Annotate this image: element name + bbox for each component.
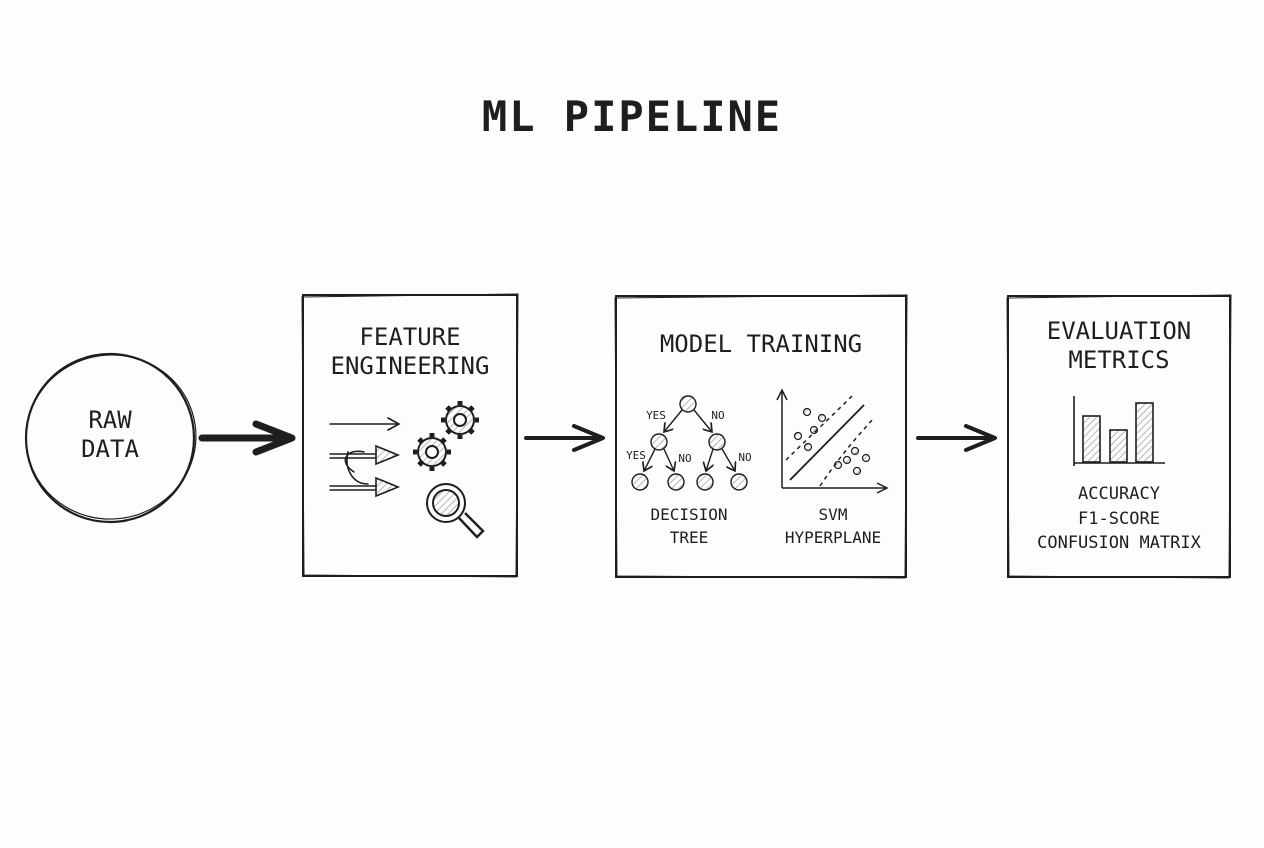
arrow-icon bbox=[524, 424, 605, 452]
evaluation-line-2: METRICS bbox=[1068, 345, 1170, 374]
tree-yes-label: YES bbox=[646, 409, 666, 422]
model-training-title: MODEL TRAINING bbox=[659, 330, 863, 358]
arrow-icon bbox=[198, 420, 296, 456]
svm-line-2: HYPERPLANE bbox=[784, 528, 882, 548]
evaluation-metrics-box bbox=[1006, 294, 1232, 579]
tree-no-label: NO bbox=[738, 451, 752, 464]
arrow-icon bbox=[916, 424, 997, 452]
decision-tree-line-1: DECISION bbox=[650, 505, 728, 524]
gear-icon bbox=[441, 401, 479, 439]
decision-tree-line-2: TREE bbox=[669, 528, 709, 548]
raw-data-circle bbox=[24, 352, 197, 524]
raw-data-line-1: RAW bbox=[88, 406, 132, 434]
feature-arrows-icon bbox=[329, 417, 401, 498]
svm-caption: SVM HYPERPLANE bbox=[770, 503, 896, 549]
gear-icon bbox=[413, 433, 451, 471]
model-training-box bbox=[614, 294, 908, 579]
metric-accuracy: ACCURACY bbox=[1078, 484, 1160, 504]
metric-f1-score: F1-SCORE bbox=[1078, 508, 1160, 529]
tree-no-label: NO bbox=[678, 452, 692, 465]
raw-data-line-2: DATA bbox=[81, 434, 139, 463]
feature-engineering-line-2: ENGINEERING bbox=[330, 351, 490, 380]
bar-chart-icon bbox=[1073, 396, 1165, 466]
tree-yes-label: YES bbox=[626, 449, 646, 462]
evaluation-metrics-title: EVALUATION METRICS bbox=[1008, 317, 1230, 375]
decision-tree-caption: DECISION TREE bbox=[628, 503, 750, 549]
scatter-icon bbox=[776, 388, 889, 494]
evaluation-line-1: EVALUATION bbox=[1046, 317, 1192, 345]
tree-icon bbox=[631, 395, 748, 491]
tree-no-label: NO bbox=[711, 409, 725, 422]
metric-confusion-matrix: CONFUSION MATRIX bbox=[1037, 533, 1201, 554]
raw-data-label: RAW DATA bbox=[30, 406, 190, 464]
magnifier-icon bbox=[426, 483, 485, 539]
feature-engineering-box bbox=[301, 293, 519, 578]
svm-line-1: SVM bbox=[818, 505, 848, 524]
feature-engineering-title: FEATURE ENGINEERING bbox=[303, 323, 517, 381]
feature-engineering-line-1: FEATURE bbox=[359, 323, 461, 351]
metrics-list: ACCURACY F1-SCORE CONFUSION MATRIX bbox=[1008, 482, 1230, 556]
diagram-title: ML PIPELINE bbox=[481, 92, 783, 141]
